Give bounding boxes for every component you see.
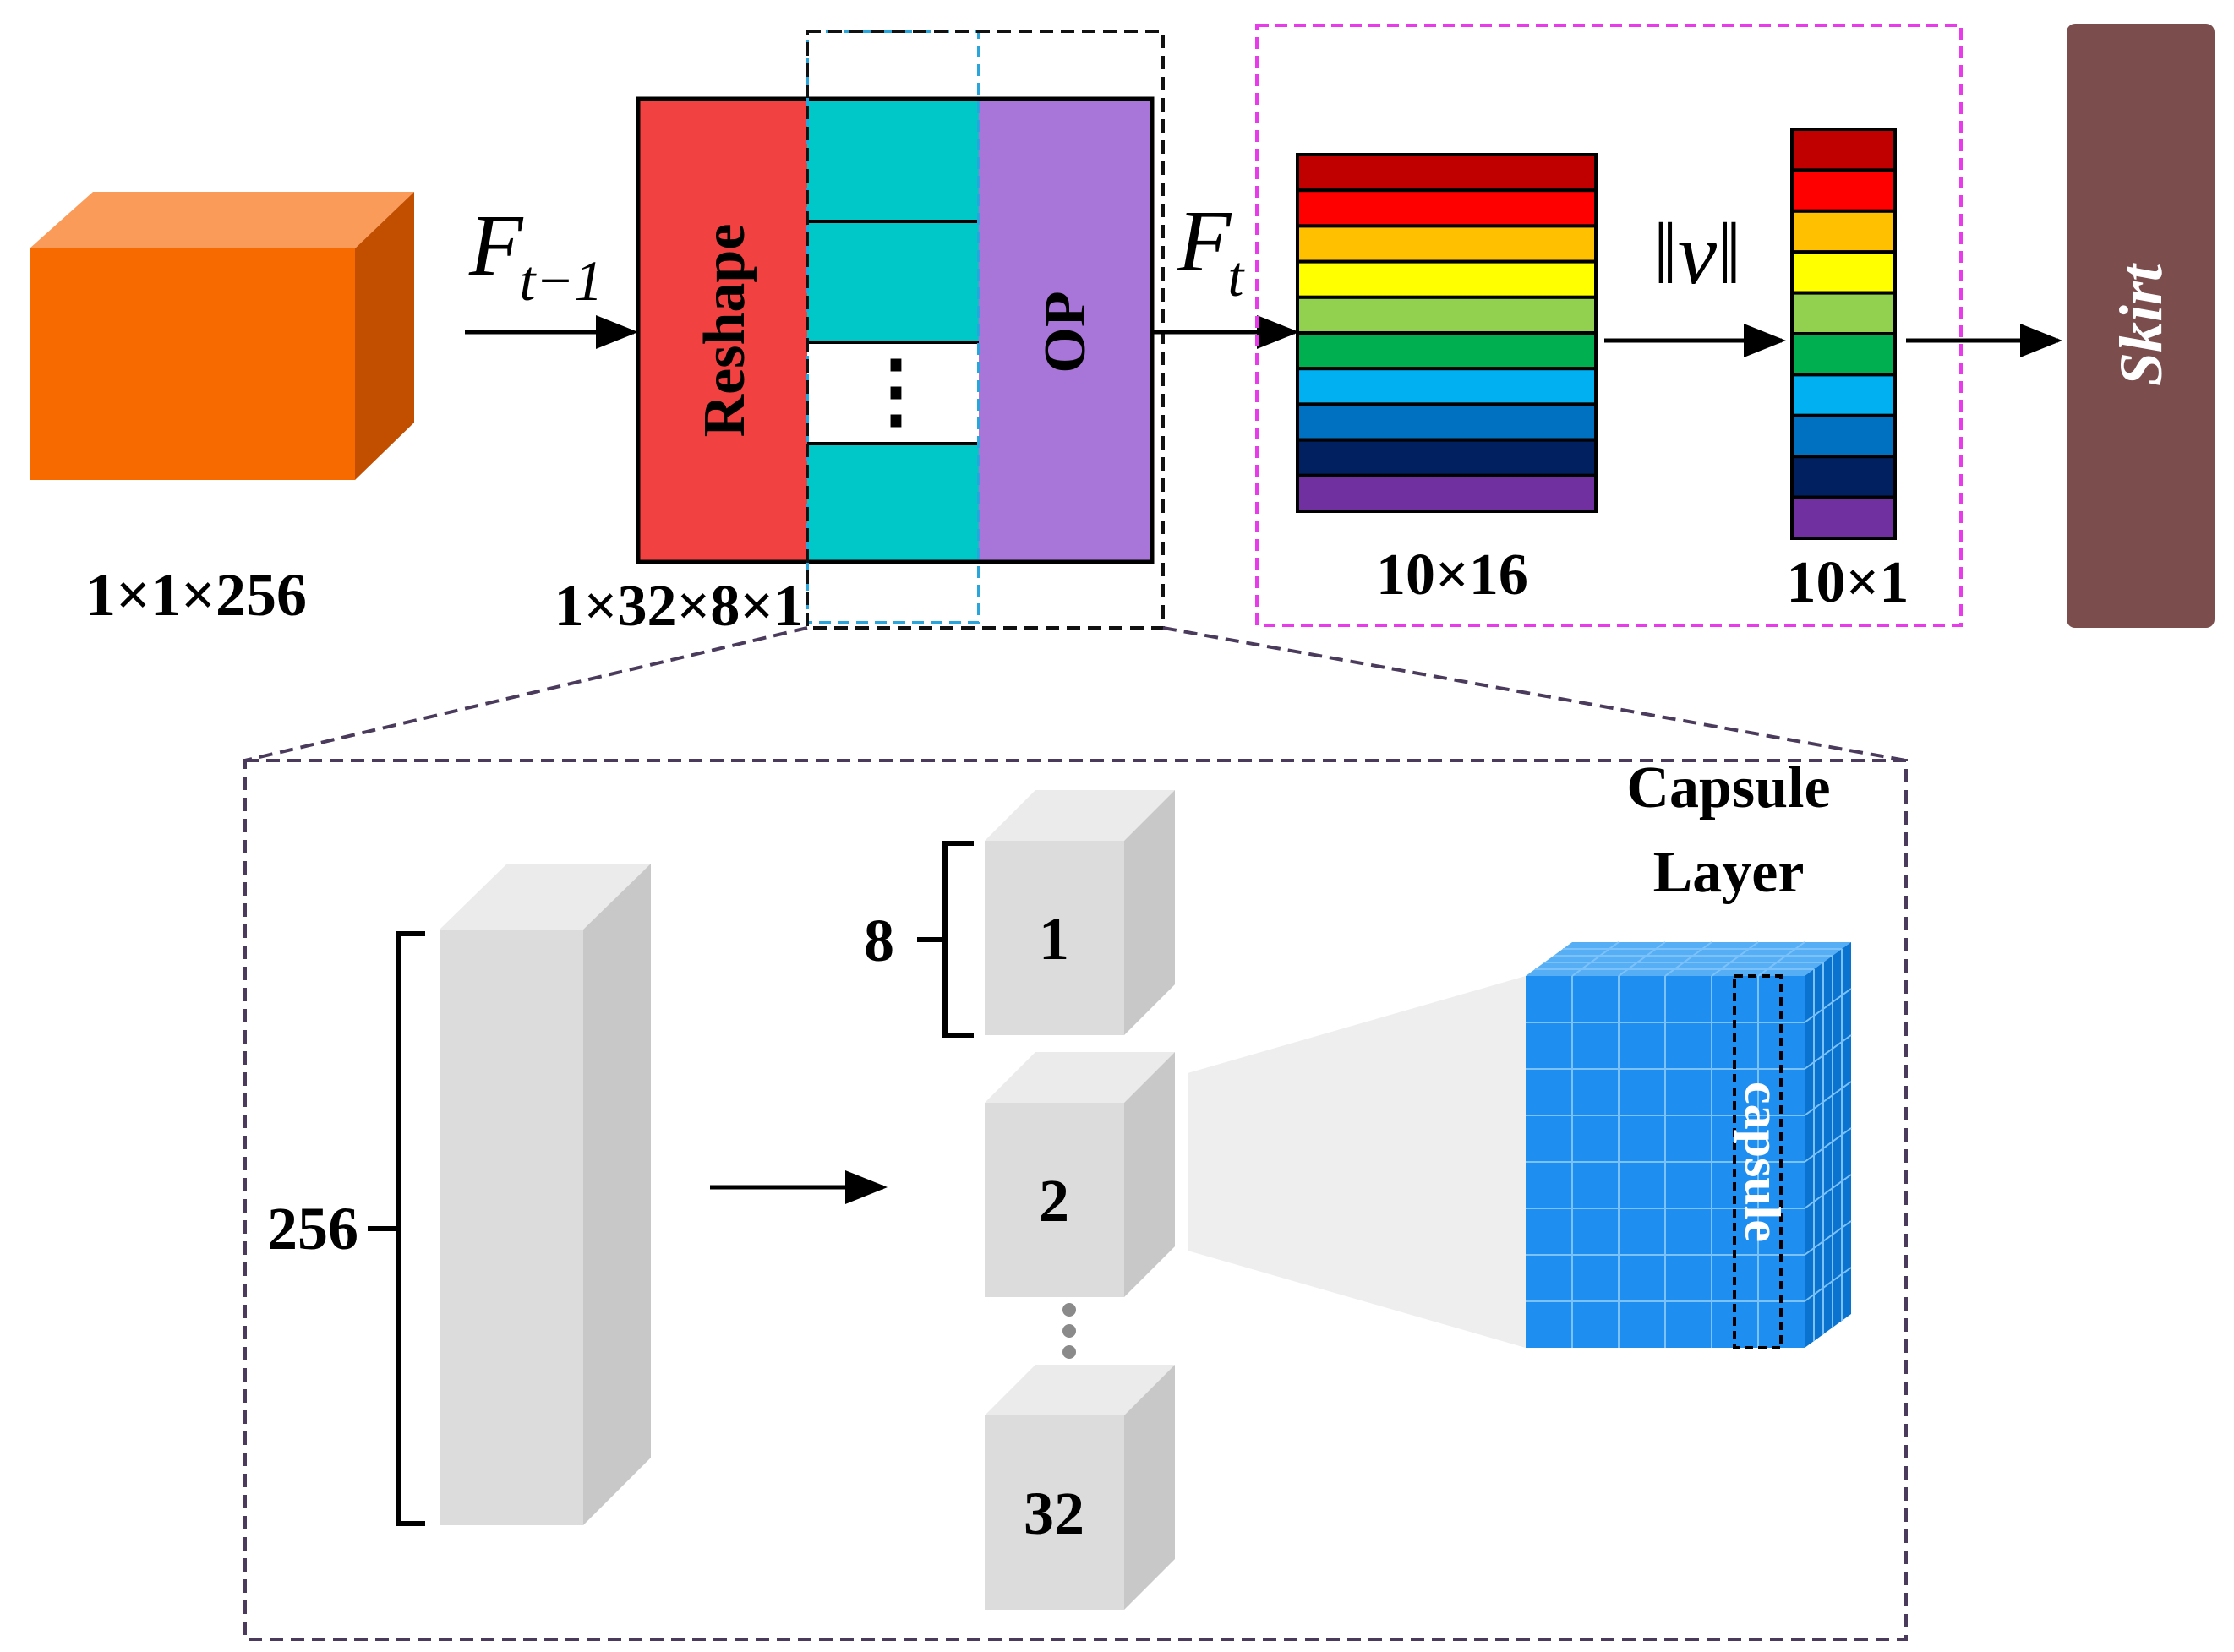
op-label: OP xyxy=(1033,291,1098,373)
matrix-row-2 xyxy=(1296,188,1598,228)
vector-dim-label: 10×1 xyxy=(1787,550,1909,615)
zoom-connector-right xyxy=(1162,626,1907,762)
f-prev-base: F xyxy=(468,197,524,294)
capsule-grid-side-diag-3 xyxy=(1804,1081,1852,1116)
capsule-cube-2-front xyxy=(985,1103,1124,1297)
matrix-dim-label: 10×16 xyxy=(1376,542,1528,608)
capsule-grid-top-diag-1 xyxy=(1571,941,1620,977)
capsule-layer-title-line1: Capsule xyxy=(1626,755,1830,821)
capsule-column: ⋮ xyxy=(807,99,979,562)
f-prev-label: Ft−1 xyxy=(468,197,603,313)
output-dashed-frame xyxy=(1255,24,1963,627)
projection-cone xyxy=(1188,976,1526,1348)
vector-row-5 xyxy=(1790,291,1897,336)
capsule-grid-side-diag-7 xyxy=(1804,1267,1852,1302)
zoom-dashed-frame xyxy=(806,30,1165,630)
input-cube-side xyxy=(355,192,414,480)
matrix-row-10 xyxy=(1296,473,1598,513)
input-cube-top xyxy=(30,192,414,248)
output-vector xyxy=(1790,128,1897,540)
f-prev-sub: t−1 xyxy=(520,248,604,313)
bracket-8-label: 8 xyxy=(864,907,894,974)
capsule-cube-32-front xyxy=(985,1415,1124,1610)
vector-row-8 xyxy=(1790,413,1897,459)
matrix-row-1 xyxy=(1296,153,1598,193)
capsule-column-gap xyxy=(807,342,979,444)
matrix-row-6 xyxy=(1296,331,1598,371)
matrix-row-8 xyxy=(1296,402,1598,442)
detail-panel xyxy=(243,759,1908,1641)
reshape-label: Reshape xyxy=(692,224,757,438)
cube-ellipsis-dot-2 xyxy=(1062,1324,1076,1338)
zoom-connector-left xyxy=(244,626,808,762)
matrix-row-7 xyxy=(1296,367,1598,406)
capsule-cube-2-label: 2 xyxy=(1039,1167,1069,1235)
output-class-label: Skirt xyxy=(2107,263,2175,386)
reshape-block xyxy=(638,99,807,562)
f-t-sub: t xyxy=(1228,244,1246,308)
vector-row-3 xyxy=(1790,209,1897,254)
vector-row-4 xyxy=(1790,250,1897,295)
vector-row-10 xyxy=(1790,495,1897,540)
capsule-column-fill xyxy=(807,99,979,562)
capsule-cube-2-top xyxy=(985,1052,1175,1103)
output-class-box xyxy=(2067,24,2215,628)
matrix-row-5 xyxy=(1296,295,1598,335)
capsule-cube-32-label: 32 xyxy=(1024,1480,1084,1547)
capsule-cube-1-top xyxy=(985,790,1175,841)
matrix-row-4 xyxy=(1296,259,1598,299)
bracket-8 xyxy=(917,841,974,1038)
capsule-grid-side-diag-2 xyxy=(1804,1034,1852,1070)
feature-prism-side xyxy=(583,864,651,1525)
capsule-cube-32-top xyxy=(985,1365,1175,1415)
capsule-layer-title-line2: Layer xyxy=(1653,840,1805,905)
cube-ellipsis xyxy=(1062,1303,1076,1359)
reshape-dim-label: 1×32×8×1 xyxy=(554,574,804,639)
capsule-cube-1-side xyxy=(1124,790,1175,1035)
capsule-cube-1: 1 xyxy=(985,790,1175,1035)
capsule-grid-side-diag-1 xyxy=(1804,988,1852,1023)
capsule-grid-top-diag-2 xyxy=(1618,941,1666,977)
feature-prism-top xyxy=(440,864,651,930)
vector-row-1 xyxy=(1790,128,1897,172)
capsule-cube-2: 2 xyxy=(985,1052,1175,1297)
matrix-row-9 xyxy=(1296,438,1598,477)
vector-row-7 xyxy=(1790,373,1897,417)
capsule-column-ellipsis: ⋮ xyxy=(855,346,937,436)
vector-row-6 xyxy=(1790,332,1897,377)
capsule-cube-32-side xyxy=(1124,1365,1175,1610)
capsule-grid-top-diag-5 xyxy=(1757,941,1805,977)
capsule-cube-1-label: 1 xyxy=(1039,905,1069,973)
cube-ellipsis-dot-1 xyxy=(1062,1303,1076,1317)
cube-ellipsis-dot-3 xyxy=(1062,1345,1076,1359)
capsule-cube-32: 32 xyxy=(985,1365,1175,1610)
input-cube-front xyxy=(30,248,355,480)
capsule-label: capsule xyxy=(1734,1082,1790,1242)
input-cube xyxy=(30,192,414,480)
matrix-row-3 xyxy=(1296,224,1598,264)
input-dim-label: 1×1×256 xyxy=(85,561,307,629)
capsule-grid-side-diag-6 xyxy=(1804,1220,1852,1256)
bracket-256 xyxy=(368,931,425,1526)
capsule-grid-top-diag-3 xyxy=(1664,941,1712,977)
norm-label: ‖v‖ xyxy=(1653,205,1742,303)
capsule-cube-2-side xyxy=(1124,1052,1175,1297)
capsule-grid-side-diag-5 xyxy=(1804,1174,1852,1209)
output-matrix xyxy=(1296,153,1598,513)
vector-row-2 xyxy=(1790,168,1897,213)
bracket-256-label: 256 xyxy=(267,1195,358,1262)
vector-row-9 xyxy=(1790,455,1897,499)
feature-prism xyxy=(440,864,651,1525)
capsule-cube-1-front xyxy=(985,841,1124,1035)
f-t-base: F xyxy=(1177,193,1232,290)
op-block xyxy=(979,99,1152,562)
capsule-highlight xyxy=(1733,974,1783,1349)
feature-prism-front xyxy=(440,930,583,1525)
capsule-layer-cube xyxy=(1526,941,1852,1348)
f-t-label: Ft xyxy=(1177,193,1246,308)
capsule-grid-top-diag-4 xyxy=(1711,941,1759,977)
capsule-grid-side-diag-4 xyxy=(1804,1127,1852,1163)
